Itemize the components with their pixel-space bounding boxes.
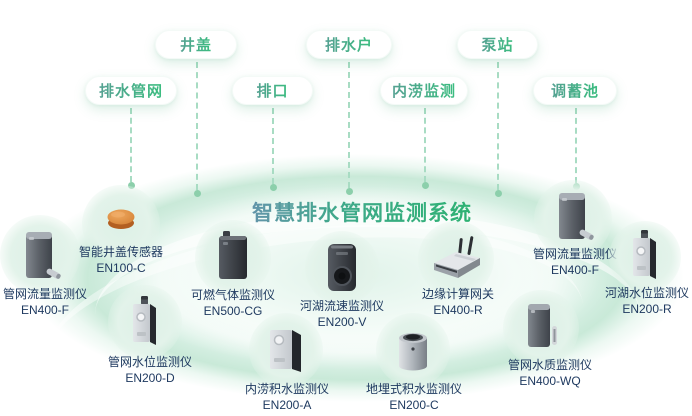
category-pill-drainage-network: 排水管网 xyxy=(85,76,177,105)
device-flow-velocity-monitor: 河湖流速监测仪 EN200-V xyxy=(300,231,384,329)
pill-label: 井盖 xyxy=(180,34,212,55)
connector-line xyxy=(193,62,201,197)
pipe-flow-monitor-icon xyxy=(16,226,64,286)
gas-monitor-icon xyxy=(211,228,255,286)
connector-line xyxy=(345,62,353,195)
flow-velocity-monitor-icon xyxy=(322,239,362,295)
connector-line xyxy=(127,108,135,189)
pill-label: 泵站 xyxy=(481,34,513,55)
connector-line xyxy=(421,108,429,189)
device-name: 内涝积水监测仪 xyxy=(244,382,330,396)
device-river-level-monitor: 河湖水位监测仪 EN200-R xyxy=(605,221,689,316)
category-pill-outlet: 排口 xyxy=(232,76,313,105)
device-name: 河湖流速监测仪 xyxy=(299,299,385,313)
device-model: EN400-F xyxy=(20,303,70,317)
device-name: 边缘计算网关 xyxy=(421,287,495,301)
device-name: 可燃气体监测仪 xyxy=(190,288,276,302)
device-name: 地埋式积水监测仪 xyxy=(365,382,463,396)
device-model: EN200-A xyxy=(262,398,312,412)
category-pill-manhole-cover: 井盖 xyxy=(155,30,237,59)
device-name: 河湖水位监测仪 xyxy=(604,286,690,300)
device-model: EN100-C xyxy=(96,261,146,275)
device-name: 智能井盖传感器 xyxy=(78,245,164,259)
device-model: EN200-C xyxy=(389,398,439,412)
device-model: EN400-R xyxy=(433,303,483,317)
pill-label: 排水户 xyxy=(325,34,373,55)
device-pipe-flow-monitor-right: 管网流量监测仪 EN400-F xyxy=(533,180,617,277)
ponding-monitor-icon xyxy=(264,323,308,375)
device-water-quality-monitor: 管网水质监测仪 EN400-WQ xyxy=(503,290,592,388)
category-pill-waterlogging-monitoring: 内涝监测 xyxy=(380,76,468,105)
manhole-sensor-icon xyxy=(97,201,145,241)
diagram-title: 智慧排水管网监测系统 xyxy=(250,197,474,227)
category-pill-regulating-tank: 调蓄池 xyxy=(533,76,617,105)
device-buried-ponding-monitor: 地埋式积水监测仪 EN200-C xyxy=(366,313,462,412)
device-ponding-monitor: 内涝积水监测仪 EN200-A xyxy=(245,313,329,412)
device-name: 管网水质监测仪 xyxy=(507,358,593,372)
pipe-flow-monitor-icon xyxy=(549,187,597,247)
device-model: EN200-R xyxy=(622,302,672,316)
device-name: 管网水位监测仪 xyxy=(107,355,193,369)
category-pill-pump-station: 泵站 xyxy=(457,30,538,59)
connector-line xyxy=(572,108,580,190)
device-model: EN500-CG xyxy=(203,304,263,318)
category-pill-drainage-household: 排水户 xyxy=(306,30,392,59)
pill-label: 排水管网 xyxy=(99,80,163,101)
pill-label: 调蓄池 xyxy=(551,80,599,101)
device-gas-monitor: 可燃气体监测仪 EN500-CG xyxy=(191,220,275,318)
device-pipe-flow-monitor-left: 管网流量监测仪 EN400-F xyxy=(0,215,87,317)
device-manhole-sensor: 智能井盖传感器 EN100-C xyxy=(78,185,164,275)
device-model: EN400-WQ xyxy=(519,374,581,388)
buried-ponding-monitor-icon xyxy=(391,325,435,375)
water-level-monitor-icon xyxy=(125,294,165,350)
pill-label: 内涝监测 xyxy=(392,80,456,101)
device-pipe-level-monitor: 管网水位监测仪 EN200-D xyxy=(108,285,192,385)
pill-label: 排口 xyxy=(256,80,288,101)
device-edge-gateway: 边缘计算网关 EN400-R xyxy=(418,221,494,317)
device-model: EN200-D xyxy=(125,371,175,385)
water-quality-monitor-icon xyxy=(519,299,563,355)
device-name: 管网流量监测仪 xyxy=(532,247,618,261)
device-model: EN400-F xyxy=(550,263,600,277)
edge-gateway-icon xyxy=(428,235,484,281)
device-name: 管网流量监测仪 xyxy=(2,287,88,301)
device-model: EN200-V xyxy=(317,315,367,329)
connector-line xyxy=(494,62,502,197)
connector-line xyxy=(269,108,277,191)
water-level-monitor-icon xyxy=(625,228,665,284)
